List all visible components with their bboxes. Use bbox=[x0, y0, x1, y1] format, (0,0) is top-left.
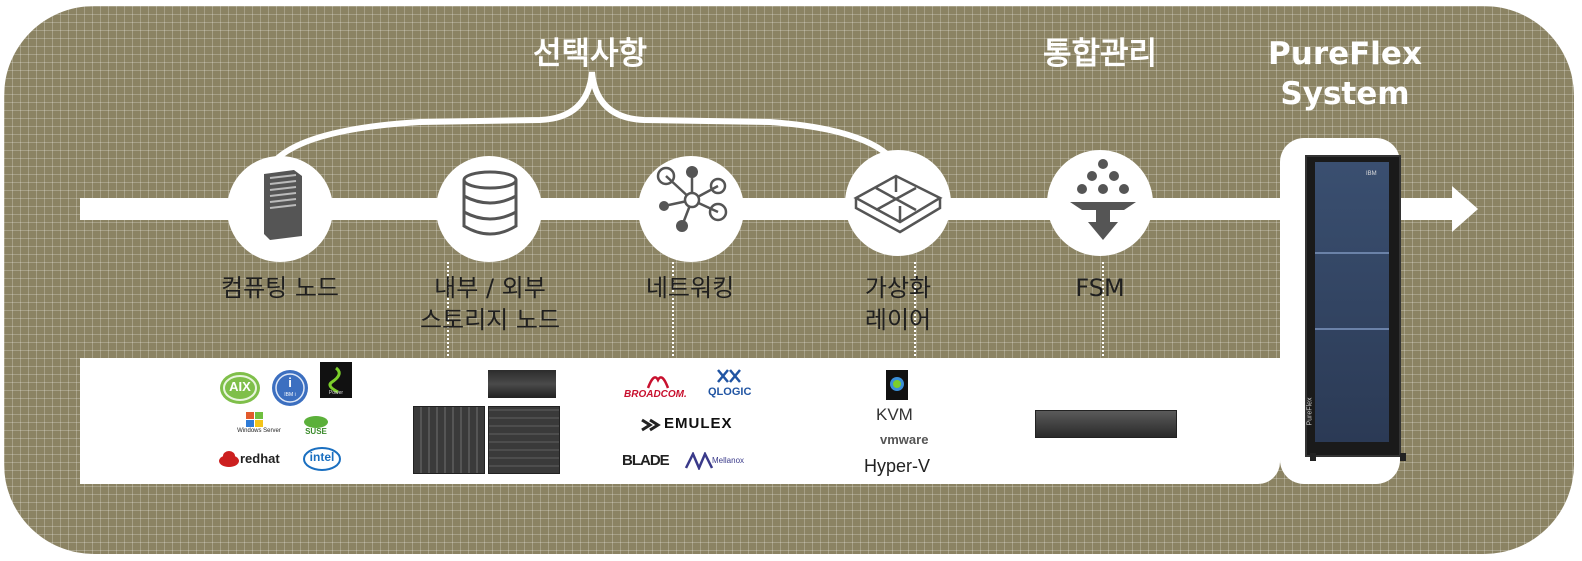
emulex-logo-text: EMULEX bbox=[664, 415, 733, 432]
mellanox-logo-text: Mellanox bbox=[712, 456, 745, 465]
vmware-logo-text: vmware bbox=[880, 432, 929, 447]
intel-logo-text: intel bbox=[309, 450, 335, 464]
kvm-logo-text: KVM bbox=[876, 405, 913, 424]
storage-enclosure-image-1 bbox=[413, 406, 485, 474]
storage-connector bbox=[447, 262, 449, 468]
label-storage-line2: 스토리지 노드 bbox=[419, 306, 561, 334]
intel-logo-ring bbox=[303, 447, 341, 471]
windows-server-text: Windows Server bbox=[237, 428, 281, 434]
storage-enclosure-image-2 bbox=[488, 406, 560, 474]
emulex-mark-icon bbox=[641, 418, 661, 432]
suse-chameleon-icon bbox=[304, 416, 328, 428]
blade-logo-text: BLADE bbox=[622, 452, 670, 469]
rack-feet bbox=[1310, 453, 1406, 461]
label-compute-node: 컴퓨팅 노드 bbox=[220, 274, 340, 302]
mellanox-mark-icon bbox=[684, 452, 714, 470]
ibm-i-logo-text: i bbox=[288, 375, 292, 390]
rack-glass-panel bbox=[1315, 162, 1389, 442]
powervm-box-icon bbox=[886, 370, 908, 400]
label-fsm: FSM bbox=[1075, 274, 1125, 302]
windows-flag-icon bbox=[246, 412, 263, 427]
options-brace bbox=[265, 71, 903, 172]
database-icon bbox=[462, 170, 518, 236]
network-connector bbox=[672, 262, 674, 360]
rack-divider-1 bbox=[1315, 252, 1389, 254]
fsm-appliance-image bbox=[1035, 410, 1177, 438]
label-networking: 네트워킹 bbox=[645, 274, 735, 302]
qlogic-logo-text: QLOGIC bbox=[708, 386, 752, 398]
rack-brand-badge: IBM bbox=[1366, 171, 1377, 177]
suse-logo-text: SUSE bbox=[305, 427, 327, 436]
rack-side-text: PureFlex bbox=[1306, 397, 1314, 426]
virtualization-connector bbox=[914, 262, 916, 360]
server-tower-icon bbox=[264, 170, 302, 240]
broadcom-mark-icon bbox=[646, 376, 670, 389]
power-logo bbox=[320, 362, 352, 398]
storage-circle bbox=[436, 156, 542, 262]
heading-pureflex-line1: PureFlex bbox=[1268, 36, 1422, 72]
ibm-i-logo-subtext: IBM i bbox=[284, 392, 296, 398]
broadcom-logo-text: BROADCOM. bbox=[624, 389, 687, 400]
heading-integrated-management: 통합관리 bbox=[1042, 36, 1158, 72]
fsm-connector bbox=[1102, 262, 1104, 360]
flow-arrow-head bbox=[1452, 186, 1478, 232]
virtualization-cube-icon bbox=[853, 174, 943, 234]
network-nodes-icon bbox=[656, 166, 728, 232]
ibm-i-logo bbox=[272, 370, 308, 406]
storage-chassis-image bbox=[488, 370, 556, 398]
power-logo-text: Power bbox=[328, 390, 344, 396]
qlogic-mark-icon bbox=[717, 369, 741, 383]
label-virtualization-line1: 가상화 bbox=[864, 274, 932, 302]
aix-logo-text: AIX bbox=[229, 379, 251, 394]
redhat-logo-text: redhat bbox=[240, 451, 280, 466]
redhat-hat-icon bbox=[219, 451, 239, 467]
hyperv-logo-text: Hyper-V bbox=[864, 456, 931, 476]
label-storage-line1: 내부 / 외부 bbox=[434, 274, 546, 302]
label-virtualization-line2: 레이어 bbox=[864, 306, 932, 334]
rack-divider-2 bbox=[1315, 328, 1389, 330]
funnel-dots-icon bbox=[1070, 159, 1136, 240]
aix-logo bbox=[220, 372, 260, 404]
heading-options: 선택사항 bbox=[532, 36, 648, 72]
heading-pureflex-line2: System bbox=[1280, 76, 1410, 112]
